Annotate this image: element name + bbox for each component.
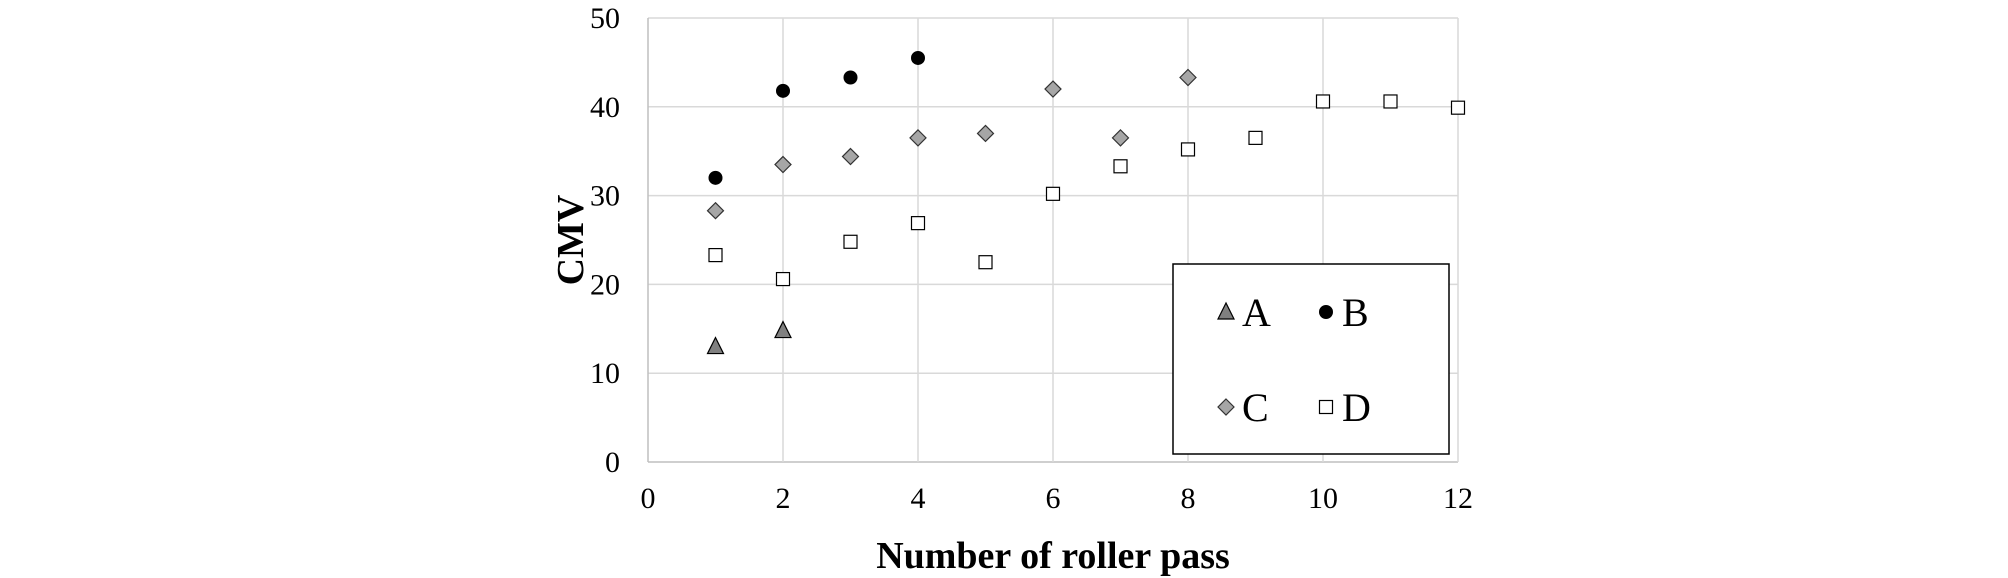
data-point xyxy=(843,70,858,85)
y-tick-label: 20 xyxy=(590,268,620,301)
data-point xyxy=(776,83,790,98)
y-tick-label: 50 xyxy=(590,2,620,35)
data-point xyxy=(1045,186,1061,201)
y-tick-label: 10 xyxy=(590,357,620,390)
data-point xyxy=(843,234,858,249)
data-point xyxy=(910,216,926,231)
legend-marker xyxy=(1318,399,1334,415)
y-tick-label: 40 xyxy=(590,91,620,124)
data-points xyxy=(706,50,1466,355)
data-point xyxy=(911,50,925,65)
data-point xyxy=(708,247,723,263)
data-point xyxy=(1180,142,1196,157)
data-point xyxy=(1111,129,1130,147)
data-point xyxy=(1044,80,1062,98)
x-tick-label: 8 xyxy=(1181,482,1196,515)
data-point xyxy=(976,124,995,143)
legend-item-d: D xyxy=(1318,385,1371,430)
data-point xyxy=(774,155,792,174)
data-point xyxy=(775,271,791,287)
tick-labels: 0 10 20 30 40 50 0 2 4 6 8 10 12 xyxy=(590,2,1473,515)
data-point xyxy=(1383,94,1398,109)
legend-box xyxy=(1172,263,1450,455)
y-tick-label: 0 xyxy=(605,446,620,479)
legend-marker xyxy=(1217,398,1235,416)
legend-item-c: C xyxy=(1217,385,1269,430)
data-point xyxy=(706,336,725,355)
data-point xyxy=(978,255,993,270)
series-d xyxy=(708,94,1466,287)
data-point xyxy=(1315,94,1331,109)
x-tick-label: 2 xyxy=(776,482,791,515)
legend-label: A xyxy=(1242,290,1271,335)
x-tick-label: 12 xyxy=(1443,482,1473,515)
legend-marker xyxy=(1217,301,1235,320)
data-point xyxy=(1450,100,1466,115)
legend-marker xyxy=(1319,305,1333,319)
legend-label: B xyxy=(1342,290,1369,335)
x-tick-label: 4 xyxy=(911,482,926,515)
x-tick-label: 6 xyxy=(1046,482,1061,515)
series-b xyxy=(708,50,925,185)
y-axis-title: CMV xyxy=(550,194,592,285)
legend-item-a: A xyxy=(1217,290,1271,335)
y-tick-label: 30 xyxy=(590,180,620,213)
series-c xyxy=(706,68,1197,220)
data-point xyxy=(706,201,725,220)
legend-label: C xyxy=(1242,385,1269,430)
data-point xyxy=(774,320,792,339)
data-point xyxy=(708,170,723,185)
data-point xyxy=(841,147,860,166)
x-tick-label: 0 xyxy=(641,482,656,515)
series-a xyxy=(706,320,792,355)
x-axis-title: Number of roller pass xyxy=(876,535,1230,577)
data-point xyxy=(1248,130,1263,145)
legend-item-b: B xyxy=(1319,290,1369,335)
x-tick-label: 10 xyxy=(1308,482,1338,515)
legend: A B C D xyxy=(1172,263,1450,455)
data-point xyxy=(1113,159,1128,174)
data-point xyxy=(1179,68,1197,87)
data-point xyxy=(909,129,927,147)
legend-label: D xyxy=(1342,385,1371,430)
